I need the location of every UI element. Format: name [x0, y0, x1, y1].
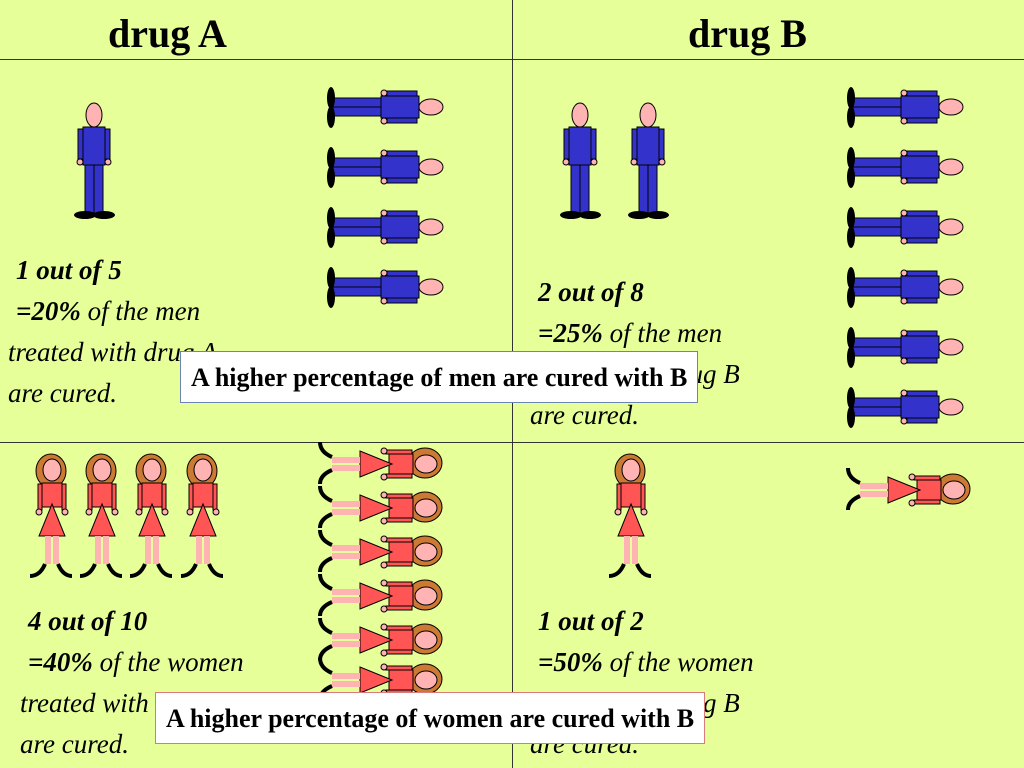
woman-not-cured-icon — [318, 440, 444, 486]
callout-women-conclusion: A higher percentage of women are cured w… — [155, 692, 706, 744]
stat-outcome: are cured. — [20, 729, 129, 759]
man-not-cured-icon — [326, 206, 444, 249]
stat-subject: of the women — [92, 647, 244, 677]
stat-percent: =20% — [16, 296, 81, 326]
woman-cured-icon — [128, 452, 174, 578]
stat-ratio: 1 out of 5 — [16, 255, 122, 285]
man-not-cured-icon — [846, 266, 964, 309]
stat-subject: of the men — [80, 296, 201, 326]
woman-cured-icon — [78, 452, 124, 578]
stat-women-drug-a: 4 out of 10 =40% of the women treated wi… — [20, 601, 244, 765]
man-not-cured-icon — [846, 146, 964, 189]
stat-percent: =50% — [538, 647, 603, 677]
woman-cured-icon — [607, 452, 653, 578]
stat-outcome: are cured. — [530, 400, 639, 430]
woman-not-cured-icon — [318, 572, 444, 618]
callout-men-conclusion: A higher percentage of men are cured wit… — [180, 351, 699, 403]
man-not-cured-icon — [846, 206, 964, 249]
stat-percent: =25% — [538, 318, 603, 348]
stat-outcome: are cured. — [8, 378, 117, 408]
stat-percent: =40% — [28, 647, 93, 677]
stat-ratio: 2 out of 8 — [538, 277, 644, 307]
woman-cured-icon — [179, 452, 225, 578]
man-cured-icon — [73, 102, 116, 220]
man-not-cured-icon — [846, 86, 964, 129]
stat-ratio: 1 out of 2 — [538, 606, 644, 636]
man-cured-icon — [559, 102, 602, 220]
woman-not-cured-icon — [318, 528, 444, 574]
header-drug-b: drug B — [688, 11, 807, 56]
man-not-cured-icon — [326, 266, 444, 309]
header-drug-a: drug A — [108, 11, 227, 56]
man-not-cured-icon — [326, 146, 444, 189]
man-cured-icon — [627, 102, 670, 220]
stat-ratio: 4 out of 10 — [28, 606, 148, 636]
man-not-cured-icon — [326, 86, 444, 129]
man-not-cured-icon — [846, 386, 964, 429]
woman-not-cured-icon — [318, 616, 444, 662]
stat-subject: of the men — [602, 318, 723, 348]
woman-not-cured-icon — [846, 466, 972, 512]
woman-cured-icon — [28, 452, 74, 578]
stat-subject: of the women — [602, 647, 754, 677]
woman-not-cured-icon — [318, 484, 444, 530]
man-not-cured-icon — [846, 326, 964, 369]
